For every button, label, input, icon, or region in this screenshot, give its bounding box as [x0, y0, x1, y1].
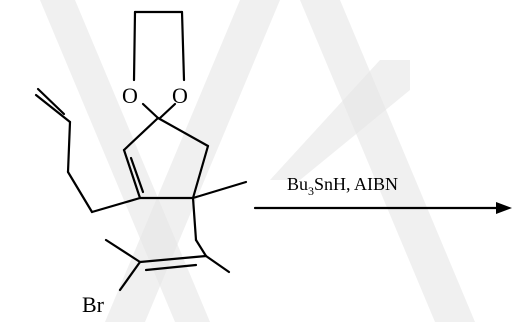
bond-ch2-o-right	[180, 10, 186, 82]
bond-alkene-double	[138, 254, 208, 264]
reagent-label: Bu3SnH, AIBN	[287, 174, 398, 198]
arrow-head	[496, 202, 512, 214]
bond-alkene-br	[118, 260, 142, 292]
bond-alkene-double-inner	[144, 263, 198, 272]
molecule-starting-material: O O Br	[34, 10, 248, 317]
bond-chain3-chain4-double	[36, 87, 66, 116]
bond-c5-spiro	[156, 116, 210, 148]
bond-chain1-chain2	[66, 170, 94, 214]
atom-bromine: Br	[82, 292, 105, 317]
bond-c3-chain1	[90, 196, 142, 214]
bond-o-right-spiro	[158, 102, 177, 120]
reaction-arrow	[253, 202, 512, 214]
bond-ch2-alkene	[194, 238, 208, 258]
atom-oxygen-right: O	[172, 83, 188, 108]
bond-spiro-c2	[122, 116, 160, 152]
atom-oxygen-left: O	[122, 83, 138, 108]
bond-o-left-spiro	[141, 102, 160, 120]
bond-c4-methyl	[191, 180, 248, 200]
bond-c2-c3	[122, 148, 142, 200]
bond-alkene-methyl-left	[104, 238, 142, 264]
bond-ch2-o-left	[132, 10, 137, 82]
bond-c2-c3-double	[129, 156, 145, 194]
watermark	[40, 0, 475, 322]
bond-chain3-chain4	[34, 93, 72, 124]
bond-chain2-chain3	[66, 120, 72, 174]
bond-c4-ch2	[191, 196, 198, 242]
bond-c4-c5	[191, 144, 210, 200]
bond-alkene-methyl-right	[204, 254, 231, 274]
